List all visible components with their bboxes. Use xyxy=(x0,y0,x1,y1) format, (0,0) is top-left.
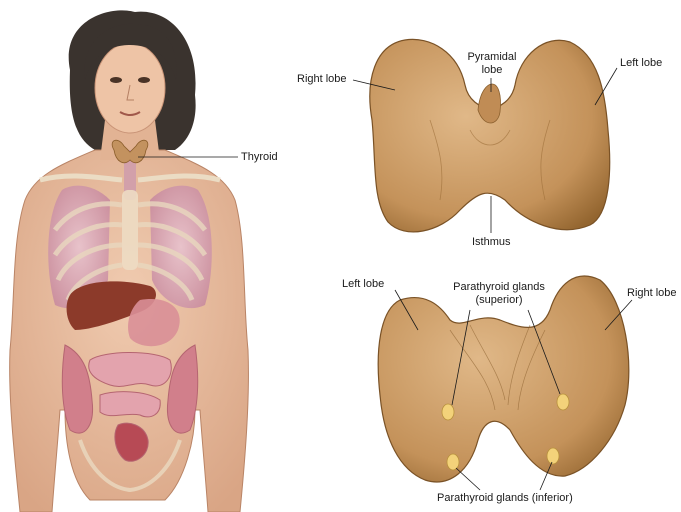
label-parathyroid-superior-line2: (superior) xyxy=(446,294,552,307)
label-isthmus: Isthmus xyxy=(472,236,511,249)
parathyroid-superior-left xyxy=(442,404,454,420)
parathyroid-inferior-left xyxy=(447,454,459,470)
eye-left xyxy=(110,77,122,83)
label-thyroid: Thyroid xyxy=(241,151,278,164)
parathyroid-superior-right xyxy=(557,394,569,410)
pyramidal-lobe xyxy=(478,84,501,123)
sternum xyxy=(122,190,138,270)
label-pyramidal-line2: lobe xyxy=(461,64,523,77)
parathyroid-inferior-pointer-left xyxy=(456,468,480,490)
label-back-right-lobe: Right lobe xyxy=(627,287,677,300)
label-back-left-lobe: Left lobe xyxy=(342,278,384,291)
label-pyramidal-line1: Pyramidal xyxy=(461,51,523,64)
eye-right xyxy=(138,77,150,83)
label-parathyroid-superior: Parathyroid glands (superior) xyxy=(446,281,552,307)
face xyxy=(95,43,165,133)
parathyroid-inferior-right xyxy=(547,448,559,464)
label-parathyroid-inferior: Parathyroid glands (inferior) xyxy=(437,492,573,505)
label-front-right-lobe: Right lobe xyxy=(297,73,347,86)
label-pyramidal-lobe: Pyramidal lobe xyxy=(461,51,523,77)
label-parathyroid-superior-line1: Parathyroid glands xyxy=(446,281,552,294)
label-front-left-lobe: Left lobe xyxy=(620,57,662,70)
